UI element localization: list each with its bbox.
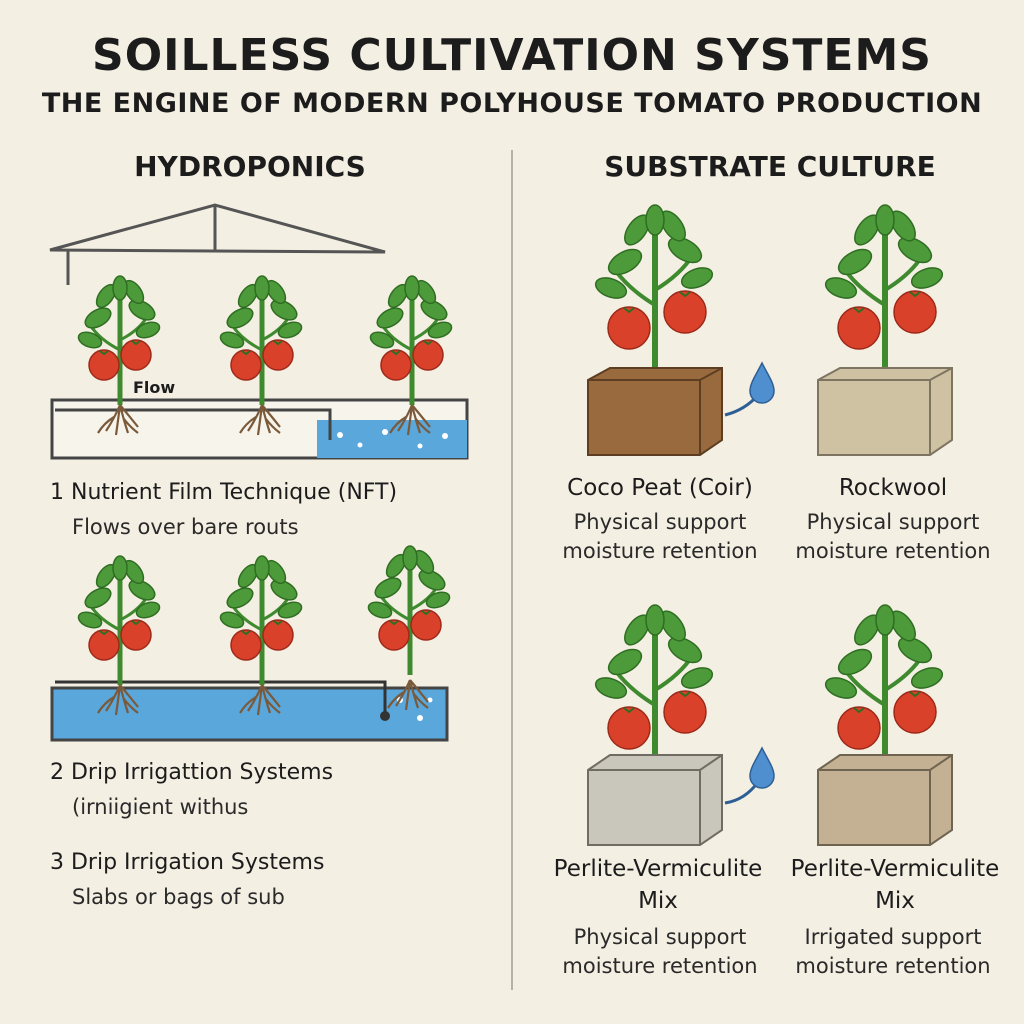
substrate-block-perlite-2	[817, 605, 953, 846]
substrate-block-rockwool	[817, 205, 953, 456]
substrate-desc1-perlite-1: Physical support	[573, 925, 747, 949]
substrate-name-coco: Coco Peat (Coir)	[567, 475, 753, 501]
substrate-block-perlite-1	[587, 605, 775, 846]
substrate-name-rockwool: Rockwool	[838, 475, 948, 501]
page-subtitle: THE ENGINE OF MODERN POLYHOUSE TOMATO PR…	[41, 88, 983, 119]
greenhouse-roof-icon	[49, 203, 386, 285]
substrate-name-perlite-1: Perlite-Vermiculite Mix	[553, 856, 763, 914]
hydroponics-item-1-desc: Flows over bare routs	[72, 515, 299, 539]
substrate-heading: SUBSTRATE CULTURE	[604, 150, 936, 183]
substrate-desc2-coco: moisture retention	[562, 539, 758, 563]
column-divider	[511, 150, 513, 990]
substrate-desc1-coco: Physical support	[573, 510, 747, 534]
hydroponics-item-3-title: 3 Drip Irrigation Systems	[50, 850, 325, 875]
hydroponics-item-1-title: 1 Nutrient Film Technique (NFT)	[50, 480, 398, 505]
substrate-name-perlite-2: Perlite-Vermiculite Mix	[790, 856, 1000, 914]
water-drop-icon	[749, 362, 775, 404]
hydroponics-item-2-desc: (irniigient withus	[72, 795, 249, 819]
hydroponics-heading: HYDROPONICS	[134, 150, 366, 183]
substrate-desc2-perlite-1: moisture retention	[562, 954, 758, 978]
substrate-desc2-rockwool: moisture retention	[795, 539, 991, 563]
substrate-desc1-perlite-2: Irrigated support	[804, 925, 982, 949]
page-title: SOILLESS CULTIVATION SYSTEMS	[92, 30, 932, 81]
substrate-desc2-perlite-2: moisture retention	[795, 954, 991, 978]
hydroponics-item-2-title: 2 Drip Irrigattion Systems	[50, 760, 334, 785]
flow-label: Flow	[133, 378, 176, 397]
substrate-desc1-rockwool: Physical support	[806, 510, 980, 534]
drip-channel-diagram	[50, 680, 449, 742]
hydroponics-item-3-desc: Slabs or bags of sub	[72, 885, 285, 909]
substrate-block-coco	[587, 205, 775, 456]
water-drop-icon	[749, 747, 775, 789]
